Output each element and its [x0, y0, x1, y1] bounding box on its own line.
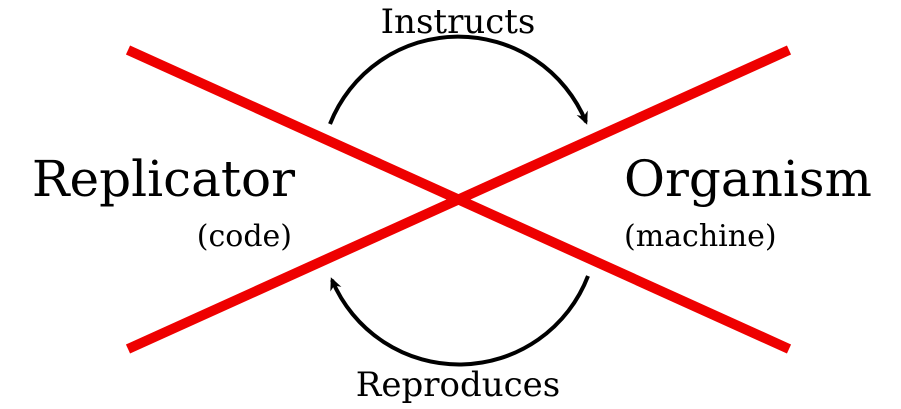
organism-sublabel: (machine)	[624, 219, 777, 254]
cross-line-ascending	[125, 45, 792, 354]
instructs-arrow	[328, 34, 588, 125]
reproduces-arrow	[330, 275, 590, 367]
organism-label: Organism	[624, 150, 872, 208]
replicator-sublabel: (code)	[197, 219, 292, 254]
reproduces-label: Reproduces	[356, 365, 560, 405]
instructs-label: Instructs	[381, 2, 536, 42]
replicator-label: Replicator	[32, 150, 295, 208]
